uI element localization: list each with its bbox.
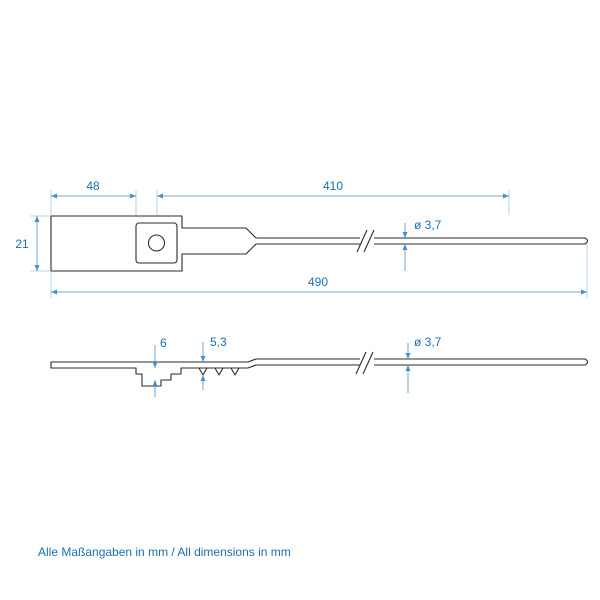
- dim-diameter-top: ø 3,7: [402, 218, 442, 271]
- break-marks-side: [355, 351, 374, 375]
- dim-head-length-label: 48: [86, 179, 100, 193]
- seal-outline-top: [50, 215, 589, 272]
- dim-head-height: 21: [15, 215, 50, 272]
- dim-head-length: 48: [50, 179, 137, 215]
- seal-outline-side: [50, 358, 589, 387]
- seal-hole-icon: [147, 234, 166, 252]
- dim-head-height-label: 21: [15, 237, 29, 251]
- dim-tail-length: 410: [156, 179, 510, 215]
- dim-diameter-side-label: ø 3,7: [414, 335, 442, 349]
- top-view: 48 410 21 ø 3,7: [15, 179, 589, 298]
- dim-diameter-side: ø 3,7: [405, 335, 442, 393]
- dim-total-length: 490: [50, 244, 588, 298]
- dim-total-length-label: 490: [308, 275, 328, 289]
- units-footnote: Alle Maßangaben in mm / All dimensions i…: [38, 545, 291, 559]
- dim-diameter-top-label: ø 3,7: [414, 218, 442, 232]
- dim-tail-length-label: 410: [323, 179, 343, 193]
- side-view: 6 5,3 ø 3,7: [50, 335, 589, 397]
- seal-window: [135, 222, 178, 264]
- dim-hook-label: 6: [160, 336, 167, 350]
- ratchet-teeth: [198, 367, 240, 376]
- dim-tooth: 5,3: [200, 335, 227, 390]
- break-marks-top: [356, 229, 375, 253]
- dim-hook: 6: [152, 336, 167, 397]
- dim-tooth-label: 5,3: [210, 335, 227, 349]
